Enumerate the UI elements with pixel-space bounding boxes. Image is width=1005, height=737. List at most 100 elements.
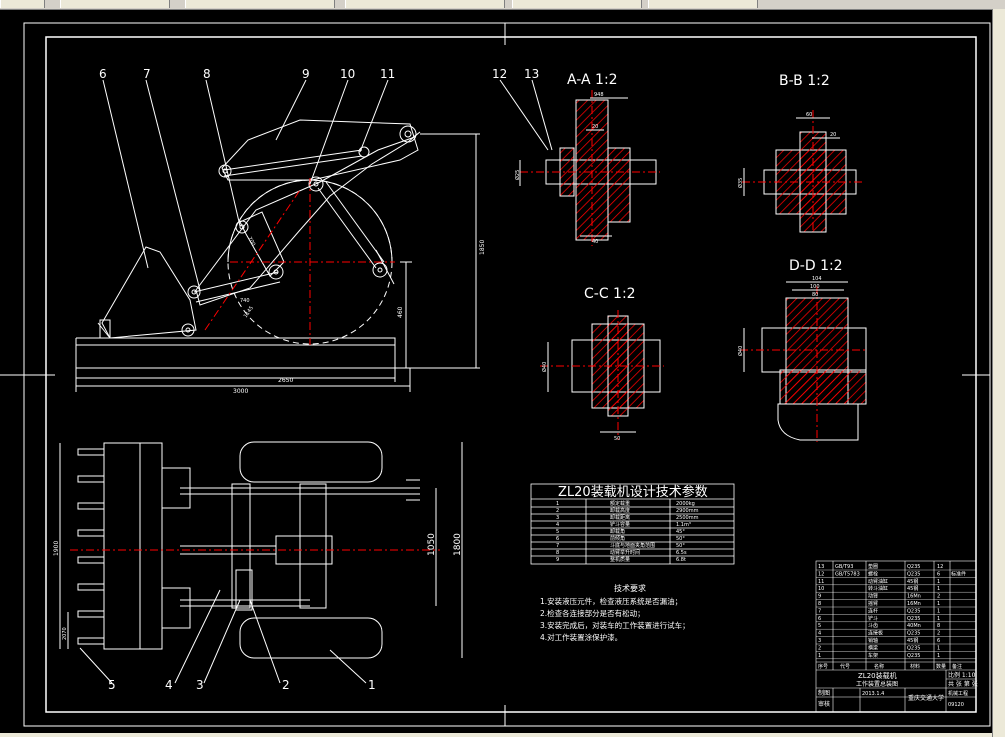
side-view <box>75 79 480 392</box>
param-table-cell: 2000kg <box>676 501 695 507</box>
part-number-12: 12 <box>492 67 507 81</box>
tech-req-line: 4.对工作装置涂保护漆。 <box>540 632 622 642</box>
param-table-cell: 5 <box>556 529 559 535</box>
part-number-8: 8 <box>203 67 211 81</box>
vertical-scrollbar[interactable] <box>992 9 1005 737</box>
bom-cell: 1 <box>937 601 940 607</box>
designer-label: 制图 <box>818 689 830 697</box>
bom-cell: 连接板 <box>868 630 883 637</box>
tech-req-line: 2.检查各连接部分是否有松动； <box>540 608 645 618</box>
section-title-aa: A-A 1:2 <box>567 72 618 88</box>
bom-cell: GB/T5783 <box>835 571 860 577</box>
param-table-cell: 3 <box>556 515 559 521</box>
bom-header-cell: 备注 <box>952 663 962 670</box>
bom-cell: 16Mn <box>907 601 921 607</box>
bom-header-cell: 序号 <box>818 663 828 670</box>
bom-cell: 1 <box>937 653 940 659</box>
section-dim: 50 <box>614 436 620 442</box>
title-block-scale: 比例 1:10 <box>948 671 976 679</box>
bom-cell: GB/T93 <box>835 564 853 570</box>
param-table-cell: 9 <box>556 557 559 563</box>
param-table-cell: 50° <box>676 536 685 542</box>
bom-cell: 销轴 <box>868 637 878 644</box>
bom-table <box>815 560 977 713</box>
param-table-cell: 6 <box>556 536 559 542</box>
param-table-cell: 卸载高度 <box>610 507 630 514</box>
bom-cell: 3 <box>818 638 821 644</box>
bom-cell: 9 <box>818 594 821 600</box>
param-table-cell: 斗底与地面夹角范围 <box>610 542 655 549</box>
param-table-title: ZL20装载机设计技术参数 <box>558 484 708 500</box>
param-table-cell: 动臂举升时间 <box>610 549 640 556</box>
param-table-cell: 卸载角 <box>610 528 625 535</box>
bom-cell: 2 <box>818 645 821 651</box>
cad-drawing[interactable]: 6 7 8 9 10 11 3000 2650 1850 460 740 700… <box>0 9 992 733</box>
part-number-1: 1 <box>368 678 376 692</box>
bom-header-cell: 材料 <box>910 663 920 670</box>
tab[interactable] <box>60 0 170 8</box>
param-table-cell: 45° <box>676 529 685 535</box>
section-dim: Ø25 <box>514 170 521 180</box>
part-number-2: 2 <box>282 678 290 692</box>
part-number-4: 4 <box>165 678 173 692</box>
section-dim: Ø40 <box>541 362 548 372</box>
part-number-10: 10 <box>340 67 355 81</box>
bom-cell: 横梁 <box>868 644 878 651</box>
top-view <box>59 441 463 684</box>
bom-cell: 45钢 <box>907 637 918 644</box>
dim-1050: 1050 <box>427 533 437 556</box>
dim-740: 740 <box>240 298 250 304</box>
title-block-school: 重庆交通大学 <box>908 694 944 702</box>
param-table-cell: 4 <box>556 522 559 528</box>
param-table-cell: 铲斗容量 <box>610 521 630 528</box>
bom-cell: 8 <box>818 601 821 607</box>
bom-header-cell: 代号 <box>840 663 850 670</box>
section-title-bb: B-B 1:2 <box>779 73 830 89</box>
bom-cell: Q235 <box>907 653 920 659</box>
section-bb <box>742 110 862 233</box>
section-cc <box>540 310 664 440</box>
param-table-cell: 2500mm <box>676 515 699 521</box>
section-dim: 20 <box>592 124 598 130</box>
bom-cell: 螺栓 <box>868 570 878 577</box>
title-block-student-no: 09120 <box>948 702 964 708</box>
title-block-sheet: 共 张 第 张 <box>948 680 978 688</box>
param-table-cell: 卸载距离 <box>610 514 630 521</box>
dim-1800: 1800 <box>453 533 463 556</box>
param-table-cell: 7 <box>556 543 559 549</box>
tab[interactable] <box>185 0 335 8</box>
tab[interactable] <box>345 0 505 8</box>
tab[interactable] <box>0 0 45 8</box>
bom-cell: 2 <box>937 631 940 637</box>
part-number-11: 11 <box>380 67 395 81</box>
dim-2070: 2070 <box>62 627 68 640</box>
section-dim: 40 <box>592 239 598 245</box>
part-number-6: 6 <box>99 67 107 81</box>
dim-460: 460 <box>397 306 404 318</box>
param-table-cell: 2 <box>556 508 559 514</box>
param-table-cell: 额定载重 <box>610 500 630 507</box>
section-dd <box>740 281 867 442</box>
top-view-labels: 5 4 3 2 1 1900 1800 1050 2070 <box>53 533 463 692</box>
bom-cell: 1 <box>937 586 940 592</box>
bom-cell: 12 <box>937 564 943 570</box>
bom-cell: 16Mn <box>907 594 921 600</box>
bom-header: 序号 代号 名称 材料 数量 备注 <box>818 663 962 670</box>
side-view-labels: 6 7 8 9 10 11 3000 2650 1850 460 740 700… <box>99 67 486 395</box>
part-number-3: 3 <box>196 678 204 692</box>
bom-cell: 6 <box>937 638 940 644</box>
bom-cell: 2 <box>937 594 940 600</box>
part-number-9: 9 <box>302 67 310 81</box>
tab[interactable] <box>512 0 642 8</box>
tech-req-title: 技术要求 <box>614 583 646 593</box>
bom-cell: 1 <box>937 579 940 585</box>
title-block-subtitle: 工作装置总装图 <box>856 680 898 688</box>
param-table-cell: 1 <box>556 501 559 507</box>
horizontal-scrollbar[interactable] <box>0 733 992 737</box>
bom-cell: Q235 <box>907 564 920 570</box>
section-dim: 60 <box>806 112 812 118</box>
bom-cell: 1 <box>937 608 940 614</box>
tab[interactable] <box>648 0 758 8</box>
